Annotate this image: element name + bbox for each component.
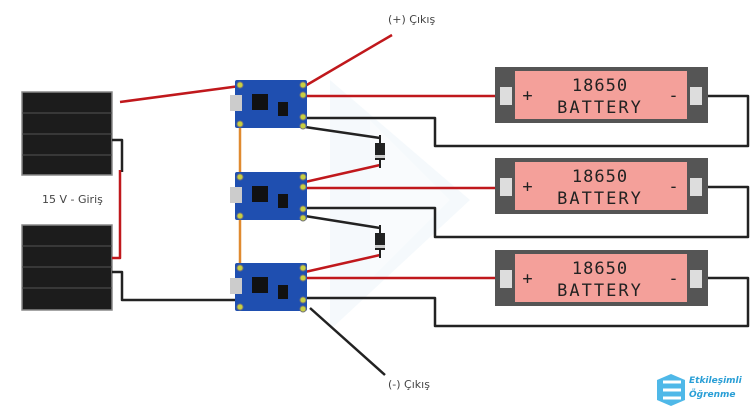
battery-minus-sign: -: [668, 269, 679, 289]
plus-output-label: (+) Çıkış: [388, 13, 436, 26]
wire-minus-out: [309, 307, 386, 376]
battery-type: BATTERY: [557, 98, 643, 118]
minus-output-label: (-) Çıkış: [388, 378, 430, 391]
battery-plus-sign: +: [522, 177, 533, 197]
logo-line2: Öğrenme: [689, 390, 736, 400]
wire-panel-plus: [119, 84, 241, 104]
logo-icon: [657, 374, 685, 406]
solar-panel-2: [21, 224, 113, 311]
battery-type: BATTERY: [557, 189, 643, 209]
battery-model: 18650: [572, 76, 628, 96]
battery-minus-sign: -: [668, 86, 679, 106]
battery-model: 18650: [572, 259, 628, 279]
usb-port: [230, 187, 242, 203]
logo: Etkileşimli Öğrenme: [655, 372, 750, 412]
wire-plus-out: [304, 33, 393, 88]
charger-module-1: [230, 80, 307, 130]
wire-panel-series-black: [112, 138, 124, 172]
wires: [112, 33, 750, 376]
battery-type: BATTERY: [557, 281, 643, 301]
battery-plus-sign: +: [522, 269, 533, 289]
logo-line1: Etkileşimli: [689, 376, 742, 386]
diode-1: [375, 135, 385, 168]
wire-panel-minus: [112, 270, 240, 302]
charger-module-2: [230, 172, 307, 222]
charger-module-3: [230, 263, 307, 313]
battery-plus-sign: +: [522, 86, 533, 106]
diode-2: [375, 225, 385, 258]
battery-minus-sign: -: [668, 177, 679, 197]
usb-port: [230, 95, 242, 111]
wire-panel-series-red: [112, 170, 122, 260]
battery-model: 18650: [572, 167, 628, 187]
input-label: 15 V - Giriş: [42, 193, 103, 206]
solar-panel-1: [21, 91, 113, 176]
watermark-shape: [330, 80, 470, 330]
usb-port: [230, 278, 242, 294]
